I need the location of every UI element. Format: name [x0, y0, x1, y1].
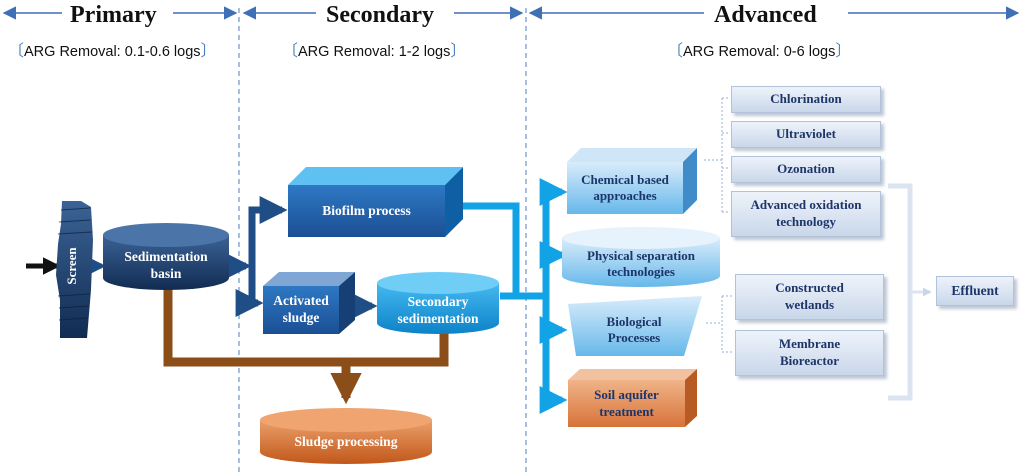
stage-title-secondary: Secondary	[320, 2, 440, 29]
advanced-oxidation-line-1: Advanced oxidation	[750, 197, 862, 213]
soil-aquifer-box-shape	[568, 369, 697, 427]
bracket-open: 〔	[667, 43, 684, 60]
chemical-box-shape	[567, 148, 697, 214]
sedimentation-basin-shape	[103, 223, 229, 290]
option-membrane-bioreactor: Membrane Bioreactor	[735, 330, 884, 376]
biological-shape	[568, 296, 702, 356]
sludge-processing-shape	[260, 408, 432, 464]
bracket-close: 〕	[450, 43, 467, 60]
removal-primary: 〔ARG Removal: 0.1-0.6 logs〕	[8, 37, 217, 61]
option-chlorination: Chlorination	[731, 86, 881, 113]
option-constructed-wetlands: Constructed wetlands	[735, 274, 884, 320]
biofilm-box-shape	[288, 167, 463, 237]
cyan-flow-lines	[452, 178, 568, 414]
secondary-sedimentation-shape	[377, 272, 499, 334]
stage-title-primary: Primary	[64, 2, 163, 29]
bracket-open: 〔	[282, 43, 299, 60]
screen-shape	[56, 201, 93, 338]
effluent-box: Effluent	[936, 276, 1014, 306]
option-connectors	[704, 97, 734, 353]
removal-primary-text: ARG Removal: 0.1-0.6 logs	[24, 44, 201, 60]
option-ozonation: Ozonation	[731, 156, 881, 183]
removal-secondary: 〔ARG Removal: 1-2 logs〕	[282, 37, 466, 61]
bracket-open: 〔	[8, 43, 25, 60]
membrane-bioreactor-line-2: Bioreactor	[780, 353, 839, 368]
advanced-oxidation-line-2: technology	[776, 214, 836, 229]
activated-sludge-box-shape	[263, 272, 355, 334]
membrane-bioreactor-line-1: Membrane	[778, 336, 841, 352]
option-ultraviolet: Ultraviolet	[731, 121, 881, 148]
stage-title-advanced: Advanced	[708, 2, 823, 29]
effluent-brackets	[888, 183, 932, 401]
removal-advanced: 〔ARG Removal: 0-6 logs〕	[667, 37, 851, 61]
removal-advanced-text: ARG Removal: 0-6 logs	[683, 44, 836, 60]
screen-hatching	[57, 207, 93, 321]
constructed-wetlands-line-2: wetlands	[784, 297, 835, 312]
bracket-close: 〕	[200, 43, 217, 60]
option-advanced-oxidation: Advanced oxidation technology	[731, 191, 881, 237]
bracket-close: 〕	[835, 43, 852, 60]
sludge-lines	[163, 285, 449, 405]
physical-separation-shape	[562, 227, 720, 287]
removal-secondary-text: ARG Removal: 1-2 logs	[298, 44, 451, 60]
constructed-wetlands-line-1: Constructed	[775, 280, 844, 296]
